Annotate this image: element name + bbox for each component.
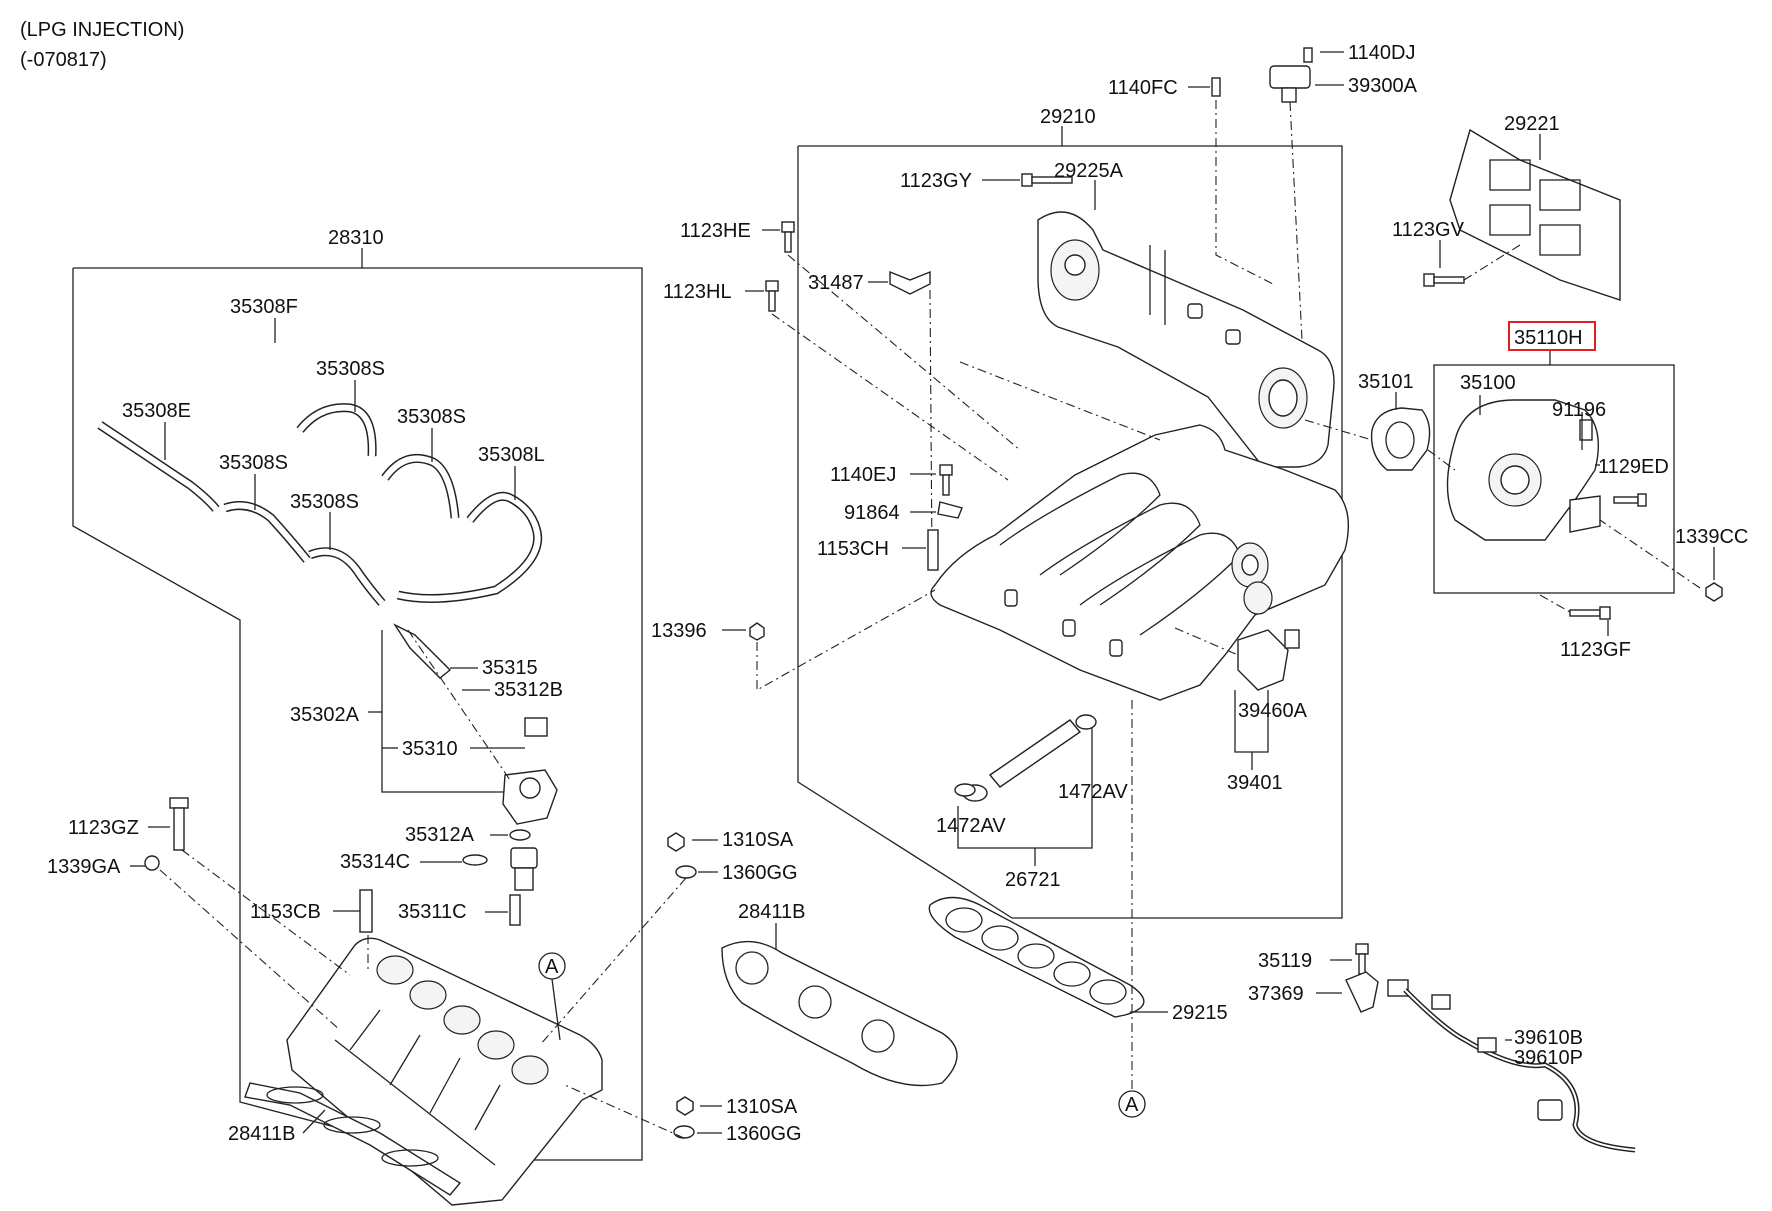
bolt-1123GV (1423, 273, 1465, 287)
callout-1123GV[interactable]: 1123GV (1392, 219, 1465, 241)
lower-fasteners (144, 797, 189, 871)
ref-a-left[interactable]: A (545, 956, 559, 978)
callout-29215[interactable]: 29215 (1172, 1002, 1228, 1024)
callout-26721[interactable]: 26721 (1005, 869, 1061, 891)
callout-39460A[interactable]: 39460A (1238, 700, 1308, 722)
callout-39610P[interactable]: 39610P (1514, 1047, 1583, 1069)
callout-35315[interactable]: 35315 (482, 657, 538, 679)
callout-28411B-bottom[interactable]: 28411B (228, 1123, 295, 1145)
callout-1339GA[interactable]: 1339GA (47, 856, 121, 878)
highlight-35110H (1508, 321, 1596, 351)
callout-1472AV-1[interactable]: 1472AV (936, 815, 1006, 837)
callout-39610B[interactable]: 39610B (1514, 1027, 1583, 1049)
callout-28310[interactable]: 28310 (328, 227, 384, 249)
callout-35119[interactable]: 35119 (1258, 950, 1312, 972)
nuts-and-washers (667, 832, 697, 1139)
callout-1140FC[interactable]: 1140FC (1108, 77, 1178, 99)
callout-1360GG-2[interactable]: 1360GG (726, 1123, 802, 1145)
nut-1339CC (1705, 582, 1723, 602)
callout-1360GG-1[interactable]: 1360GG (722, 862, 798, 884)
callout-29210[interactable]: 29210 (1040, 106, 1096, 128)
gasket-29215 (928, 896, 1145, 1018)
lpg-hose-set (97, 325, 543, 606)
callout-1153CB[interactable]: 1153CB (250, 901, 321, 923)
callout-35101[interactable]: 35101 (1358, 371, 1414, 393)
callout-39401[interactable]: 39401 (1227, 772, 1283, 794)
valve-39460A (1237, 629, 1300, 691)
lower-intake-manifold (286, 937, 603, 1206)
callout-35312B[interactable]: 35312B (494, 679, 563, 701)
callout-31487[interactable]: 31487 (808, 272, 864, 294)
bolts-1123HE-1123HL (765, 221, 795, 312)
callout-1123GZ[interactable]: 1123GZ (68, 817, 139, 839)
callout-35311C[interactable]: 35311C (398, 901, 467, 923)
bolt-1123GF (1569, 606, 1611, 620)
callout-35308L[interactable]: 35308L (478, 444, 545, 466)
callout-35308S-3[interactable]: 35308S (219, 452, 288, 474)
callout-35312A[interactable]: 35312A (405, 824, 475, 846)
upper-intake-plenum-29210 (1037, 211, 1335, 468)
header-date-range: (-070817) (20, 49, 107, 71)
gasket-28411B-bottom (244, 1082, 462, 1196)
callout-91196[interactable]: 91196 (1552, 399, 1606, 421)
bolt-1129ED (1613, 493, 1647, 507)
callout-1123GF[interactable]: 1123GF (1560, 639, 1631, 661)
callout-1153CH[interactable]: 1153CH (817, 538, 889, 560)
intake-manifold-center (930, 424, 1350, 701)
callout-91864[interactable]: 91864 (844, 502, 900, 524)
bracket-31487 (889, 270, 931, 295)
callout-35100[interactable]: 35100 (1460, 372, 1516, 394)
callout-1129ED[interactable]: 1129ED (1598, 456, 1669, 478)
upper-intake-assembly-box (797, 126, 1343, 919)
callout-35314C[interactable]: 35314C (340, 851, 410, 873)
throttle-body-35100 (1446, 399, 1601, 541)
callout-1472AV-2[interactable]: 1472AV (1058, 781, 1128, 803)
header-title: (LPG INJECTION) (20, 19, 184, 41)
gasket-35101 (1370, 407, 1431, 471)
callout-13396[interactable]: 13396 (651, 620, 707, 642)
callout-35310[interactable]: 35310 (402, 738, 458, 760)
callout-37369[interactable]: 37369 (1248, 983, 1304, 1005)
callout-28411B-mid[interactable]: 28411B (738, 901, 805, 923)
callout-35308E[interactable]: 35308E (122, 400, 191, 422)
callout-1123HL[interactable]: 1123HL (663, 281, 732, 303)
bolt-1123GY (1021, 173, 1073, 187)
callout-1123GY[interactable]: 1123GY (900, 170, 972, 192)
callout-1310SA-1[interactable]: 1310SA (722, 829, 794, 851)
throttle-body-assembly-box (1433, 350, 1675, 594)
callout-35308S-2[interactable]: 35308S (397, 406, 466, 428)
callout-1310SA-2[interactable]: 1310SA (726, 1096, 798, 1118)
callout-1140DJ[interactable]: 1140DJ (1348, 42, 1415, 64)
gasket-29221 (1449, 128, 1621, 301)
callout-35308F[interactable]: 35308F (230, 296, 298, 318)
callout-35110H[interactable]: 35110H (1514, 327, 1583, 349)
ref-a-right[interactable]: A (1125, 1094, 1139, 1116)
fasteners-1140EJ-91864-1153CH (749, 464, 963, 641)
callout-1123HE[interactable]: 1123HE (680, 220, 751, 242)
callout-35308S-1[interactable]: 35308S (316, 358, 385, 380)
callout-29225A[interactable]: 29225A (1054, 160, 1124, 182)
callout-35308S-4[interactable]: 35308S (290, 491, 359, 513)
wiring-harness (1345, 943, 1636, 1153)
gasket-28411B-mid (721, 940, 958, 1087)
callout-1339CC[interactable]: 1339CC (1675, 526, 1748, 548)
callout-1140EJ[interactable]: 1140EJ (830, 464, 896, 486)
map-sensor-39300A (1211, 47, 1313, 103)
ref-a-right-circle (1118, 1090, 1146, 1118)
callout-39300A[interactable]: 39300A (1348, 75, 1418, 97)
pcv-pipe-26721 (954, 714, 1097, 802)
fuel-rail-group (368, 623, 558, 825)
callout-29221[interactable]: 29221 (1504, 113, 1560, 135)
callout-35302A[interactable]: 35302A (290, 704, 360, 726)
